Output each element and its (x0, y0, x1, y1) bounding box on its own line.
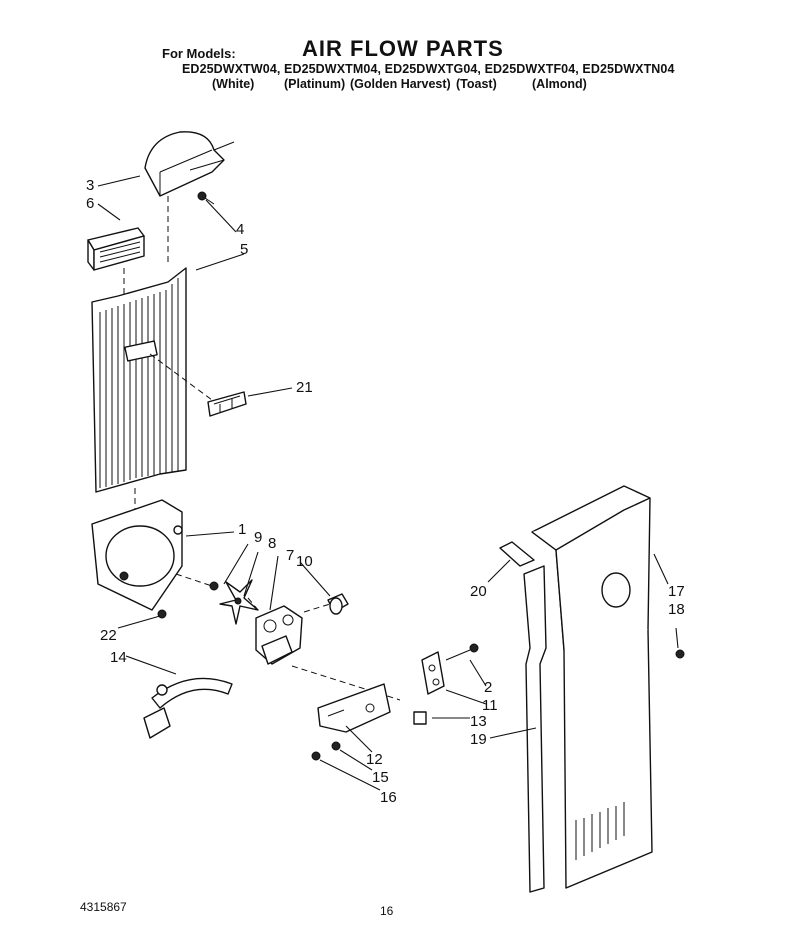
callout-16: 16 (380, 789, 397, 806)
model-numbers: ED25DWXTW04, ED25DWXTM04, ED25DWXTG04, E… (182, 62, 675, 76)
part-8-fan-blade (219, 579, 259, 625)
color-white: (White) (212, 77, 255, 91)
callout-21: 21 (296, 379, 313, 396)
part-13-block (413, 711, 427, 725)
callout-19: 19 (470, 731, 487, 748)
part-12-mounting-plate (317, 683, 391, 733)
callout-2: 2 (484, 679, 492, 696)
part-10-grommet (327, 593, 349, 615)
part-20-foam-strip (499, 541, 535, 567)
callout-15: 15 (372, 769, 389, 786)
callout-13: 13 (470, 713, 487, 730)
callout-7: 7 (286, 547, 294, 564)
color-golden-harvest: (Golden Harvest) (350, 77, 451, 91)
part-3-duct-cap (144, 131, 235, 197)
part-2-screw (445, 643, 479, 661)
part-15-screw (331, 741, 341, 751)
part-4-screw (197, 191, 215, 205)
callout-8: 8 (268, 535, 276, 552)
document-number: 4315867 (80, 900, 127, 914)
part-5-evaporator-cover (91, 267, 187, 493)
callout-4: 4 (236, 221, 244, 238)
part-18-screw (675, 649, 685, 659)
color-toast: (Toast) (456, 77, 497, 91)
callout-1: 1 (238, 521, 246, 538)
part-17-air-tower (531, 485, 653, 889)
part-7-fan-motor (255, 605, 303, 665)
for-models-label: For Models: (162, 46, 236, 61)
part-11-bracket (421, 651, 445, 695)
callout-22: 22 (100, 627, 117, 644)
page-title: AIR FLOW PARTS (302, 36, 504, 61)
callout-10: 10 (296, 553, 313, 570)
callout-14: 14 (110, 649, 127, 666)
color-platinum: (Platinum) (284, 77, 346, 91)
callout-18: 18 (668, 601, 685, 618)
callout-5: 5 (240, 241, 248, 258)
callout-11: 11 (482, 697, 498, 714)
part-14-wire-harness (143, 677, 233, 739)
part-16-screw (311, 751, 321, 761)
part-21-clip (149, 353, 247, 417)
callout-20: 20 (470, 583, 487, 600)
callout-17: 17 (668, 583, 685, 600)
color-almond: (Almond) (532, 77, 587, 91)
part-19-channel (523, 565, 547, 893)
callout-9: 9 (254, 529, 262, 546)
callout-12: 12 (366, 751, 383, 768)
part-9-washer (209, 581, 219, 591)
part-1-fan-shroud (91, 499, 183, 611)
callout-3: 3 (86, 177, 94, 194)
page-number: 16 (380, 904, 394, 918)
part-6-grille (87, 227, 145, 271)
callout-6: 6 (86, 195, 94, 212)
